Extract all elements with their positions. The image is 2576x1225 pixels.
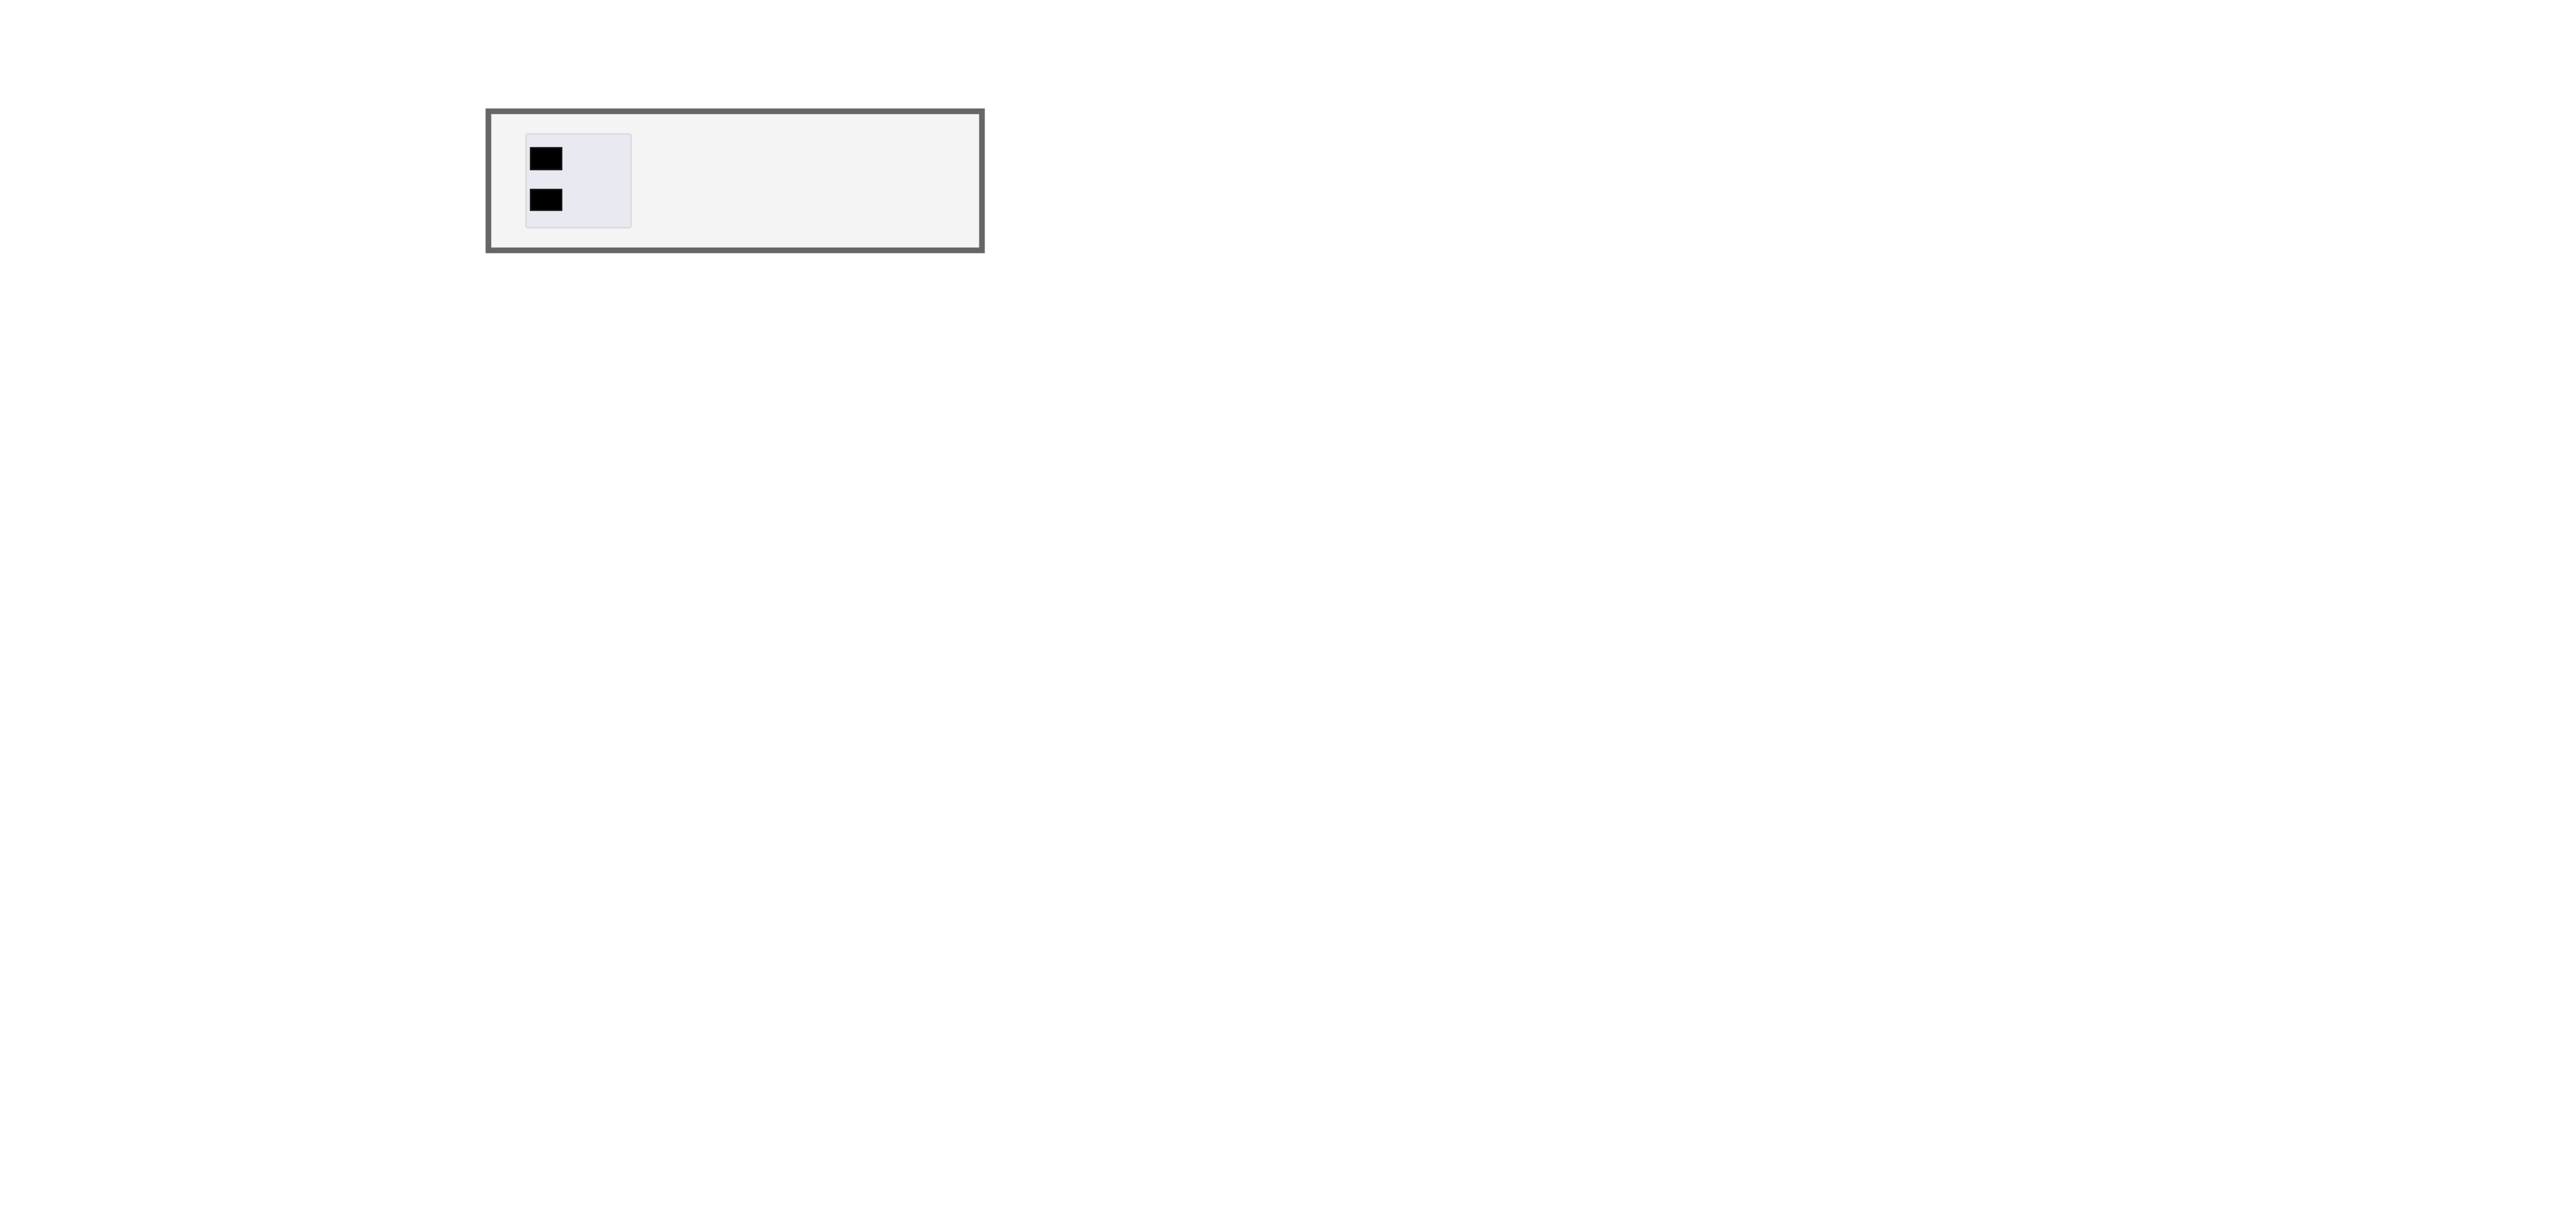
legend-male-swatch — [530, 189, 563, 211]
legend-female-swatch — [530, 147, 563, 171]
legend — [485, 108, 985, 253]
